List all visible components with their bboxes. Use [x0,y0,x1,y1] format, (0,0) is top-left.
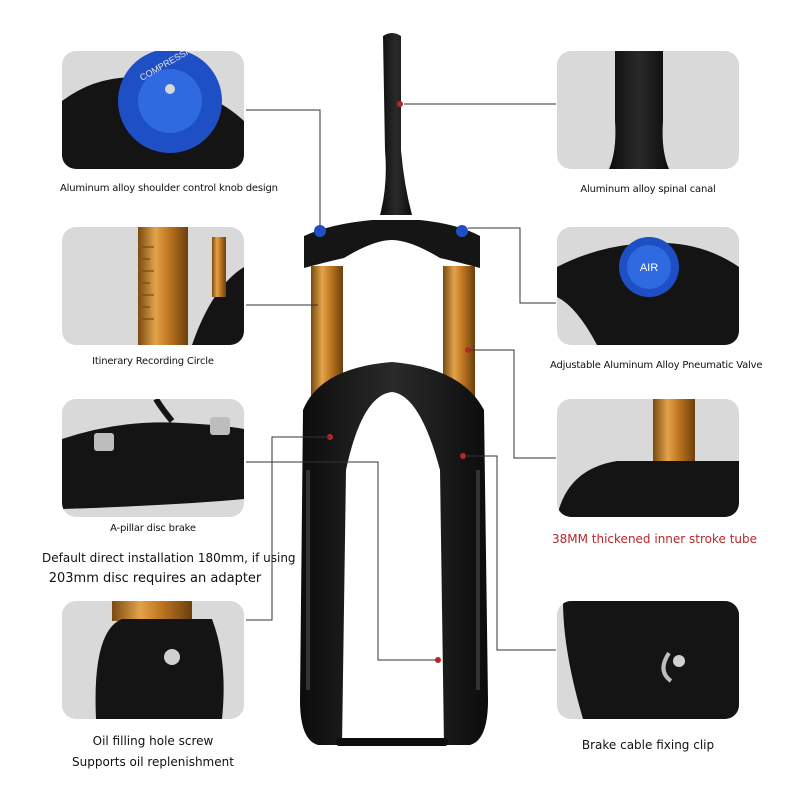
lower-legs [300,362,488,745]
axle [336,738,448,746]
panel-pneumatic-valve: AIR [557,227,739,345]
panel-shoulder-knob: COMPRESSION [62,51,244,169]
fork-crown [304,220,480,268]
caption-pneumatic-valve: Adjustable Aluminum Alloy Pneumatic Valv… [550,360,763,371]
air-valve-label: AIR [640,262,658,274]
oil-screw-icon [164,649,180,665]
caption-disc-note-2: 203mm disc requires an adapter [48,571,262,586]
panel-cable-clip [557,601,739,719]
panel-inner-tube [557,399,739,517]
caption-disc-note-1: Default direct installation 180mm, if us… [42,551,296,565]
air-valve-icon [456,225,468,237]
caption-oil-support: Supports oil replenishment [72,755,234,769]
steerer-tube [380,33,412,215]
panel-disc-brake [62,399,244,517]
caption-oil-screw: Oil filling hole screw [92,734,214,748]
caption-disc-brake: A-pillar disc brake [110,523,196,534]
caption-recording-circle: Itinerary Recording Circle [92,356,214,367]
panel-recording-circle [62,227,244,345]
panel-oil-screw [62,601,244,719]
caption-inner-tube: 38MM thickened inner stroke tube [552,532,758,546]
panel-spinal-canal [557,51,739,169]
caption-shoulder-knob: Aluminum alloy shoulder control knob des… [60,183,278,194]
caption-spinal-canal: Aluminum alloy spinal canal [580,184,716,195]
compression-knob-icon [314,225,326,237]
cable-clip-screw-icon [673,655,685,667]
leader-lines [246,103,556,661]
caption-cable-clip: Brake cable fixing clip [581,738,715,752]
